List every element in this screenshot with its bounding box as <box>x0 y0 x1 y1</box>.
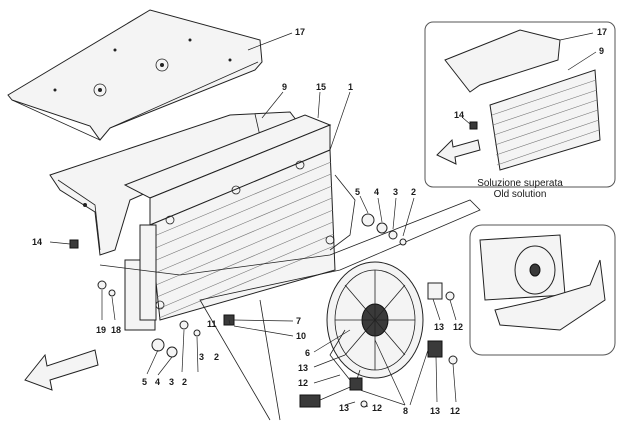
fan-connector <box>299 369 363 408</box>
leader-lines <box>49 32 606 408</box>
callout-12-fan: 12 <box>298 378 308 388</box>
callout-labels: 17 9 15 1 5 4 3 2 14 19 18 11 7 10 6 13 … <box>32 27 611 416</box>
callout-13-right-top: 13 <box>434 322 444 332</box>
callout-12-bottom: 12 <box>372 403 382 413</box>
inset-old-solution: 17 9 14 Soluzione superata Old solution <box>424 21 616 200</box>
callout-8: 8 <box>403 406 408 416</box>
callout-13-fan: 13 <box>298 363 308 373</box>
inset-callout-14: 14 <box>454 110 464 120</box>
inset-caption-italian: Soluzione superata <box>477 178 563 189</box>
inset-callout-17: 17 <box>597 27 607 37</box>
callout-10: 10 <box>296 331 306 341</box>
callout-7: 7 <box>296 316 301 326</box>
lower-washer-stack <box>69 239 235 358</box>
callout-2-upper: 2 <box>411 187 416 197</box>
top-cover-panel <box>7 9 263 141</box>
callout-2-lower: 2 <box>182 377 187 387</box>
callout-5-lower: 5 <box>142 377 147 387</box>
upper-washer-stack <box>361 213 407 246</box>
callout-4-lower: 4 <box>155 377 160 387</box>
callout-19: 19 <box>96 325 106 335</box>
callout-11: 11 <box>207 319 217 329</box>
inset-caption-english: Old solution <box>494 189 547 200</box>
callout-12-right-top: 12 <box>453 322 463 332</box>
callout-6: 6 <box>305 348 310 358</box>
callout-15: 15 <box>316 82 326 92</box>
callout-3-lower: 3 <box>169 377 174 387</box>
callout-13-bottom: 13 <box>339 403 349 413</box>
fan-mount-bushes <box>360 282 458 408</box>
callout-12-right-bottom: 12 <box>450 406 460 416</box>
callout-18: 18 <box>111 325 121 335</box>
callout-3-side: 3 <box>199 352 204 362</box>
inset-under-tray <box>469 224 616 356</box>
callout-4-upper: 4 <box>374 187 379 197</box>
callout-17: 17 <box>295 27 305 37</box>
chassis-rails <box>99 174 481 421</box>
cooling-fan <box>326 261 424 381</box>
callout-14: 14 <box>32 237 42 247</box>
callout-1: 1 <box>348 82 353 92</box>
callout-13-right-bottom: 13 <box>430 406 440 416</box>
callout-3-upper: 3 <box>393 187 398 197</box>
callout-5-upper: 5 <box>355 187 360 197</box>
callout-2-side: 2 <box>214 352 219 362</box>
radiator-assembly <box>123 114 336 331</box>
direction-arrow <box>24 349 99 391</box>
inset-callout-9: 9 <box>599 46 604 56</box>
callout-9: 9 <box>282 82 287 92</box>
